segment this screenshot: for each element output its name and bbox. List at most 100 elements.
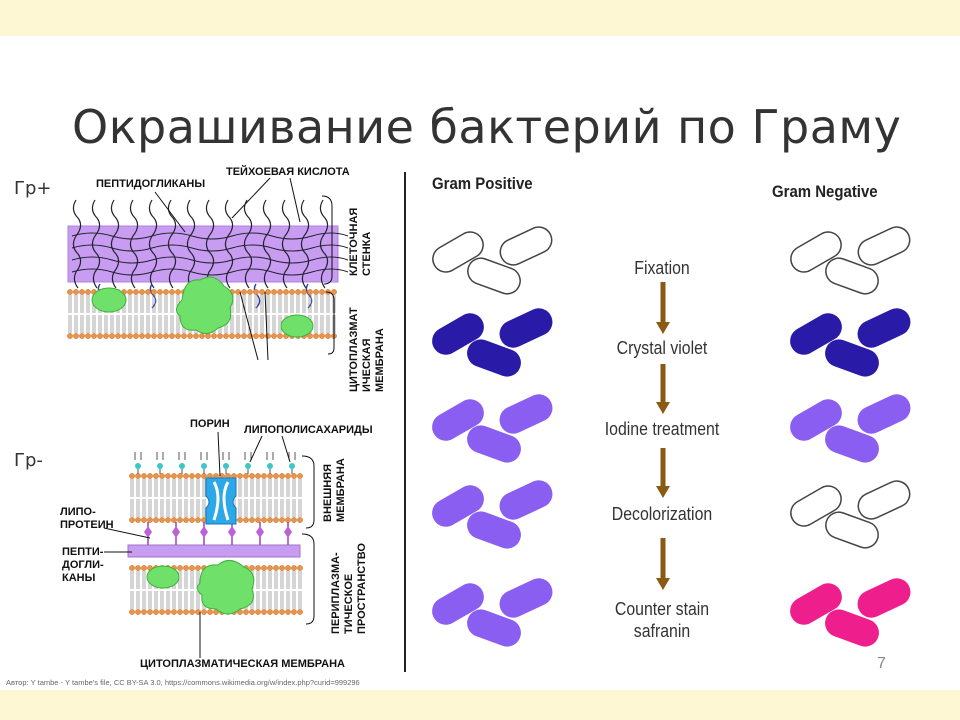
- gn-outer-lipid-head: [297, 517, 303, 523]
- gp-lipid-head: [175, 333, 181, 339]
- gp-lipid-head: [187, 333, 193, 339]
- teichoic-acid-label: ТЕЙХОЕВАЯ КИСЛОТА: [226, 166, 350, 178]
- gp-lipid-head: [301, 289, 307, 295]
- gn-inner-lipid-head: [141, 565, 147, 571]
- gp-lipid-head: [205, 333, 211, 339]
- gn-inner-lipid-head: [297, 565, 303, 571]
- gn-inner-lipid-head: [183, 565, 189, 571]
- gram-positive-protein-2: [176, 276, 234, 334]
- lps-head: [289, 463, 295, 469]
- gn-outer-lipid-head: [183, 473, 189, 479]
- lipoprotein-mark: [228, 526, 236, 538]
- gn-outer-lipid-head: [261, 473, 267, 479]
- gp-lipid-head: [79, 289, 85, 295]
- gn-inner-lipid-head: [255, 609, 261, 615]
- gram-positive-bacterium: [499, 578, 553, 618]
- gn-outer-lipid-head: [135, 517, 141, 523]
- gp-lipid-head: [247, 289, 253, 295]
- gn-outer-lipid-head: [165, 517, 171, 523]
- gp-lipid-head: [283, 289, 289, 295]
- gn-outer-lipid-head: [237, 473, 243, 479]
- gn-outer-lipid-head: [171, 473, 177, 479]
- gp-lipid-head: [307, 333, 313, 339]
- peptidoglycans-label: ПЕПТИДОГЛИКАНЫ: [96, 178, 206, 190]
- gn-outer-lipid-head: [147, 517, 153, 523]
- staining-rows: [432, 226, 911, 647]
- gp-lipid-head: [85, 333, 91, 339]
- gp-lipid-head: [73, 333, 79, 339]
- gram-positive-bacterium: [499, 308, 553, 348]
- gp-lipid-head: [157, 333, 163, 339]
- page-number: 7: [877, 655, 886, 672]
- gn-outer-lipid-head: [141, 517, 147, 523]
- gram-positive-bacterium: [499, 226, 553, 266]
- gn-outer-lipid-head: [279, 473, 285, 479]
- gp-lipid-head: [241, 289, 247, 295]
- gram-positive-peptidoglycan-mesh: [71, 199, 349, 309]
- gp-lipid-head: [307, 289, 313, 295]
- gn-outer-lipid-head: [195, 473, 201, 479]
- gn-outer-lipid-head: [165, 473, 171, 479]
- gn-inner-lipid-head: [147, 609, 153, 615]
- gn-outer-lipid-head: [147, 473, 153, 479]
- gp-lipid-head: [73, 289, 79, 295]
- gn-inner-lipid-head: [195, 609, 201, 615]
- gram-negative-protein-2: [196, 560, 255, 615]
- step-arrowhead: [656, 578, 670, 590]
- gp-lipid-head: [229, 333, 235, 339]
- peptidoglycan-crosslink: [71, 244, 349, 252]
- gn-outer-lipid-head: [159, 517, 165, 523]
- gp-lipid-head: [289, 289, 295, 295]
- step-arrowhead: [656, 486, 670, 498]
- gram-negative-lipoproteins: [134, 452, 296, 545]
- peptidoglycan-crosslink: [71, 256, 349, 264]
- peptidoglycan-strand: [205, 199, 215, 289]
- gp-lipid-head: [295, 289, 301, 295]
- peptidoglycan-strand: [129, 199, 139, 289]
- gn-inner-lipid-head: [291, 565, 297, 571]
- gn-inner-lipid-head: [255, 565, 261, 571]
- gram-positive-cell-wall: [67, 225, 339, 283]
- gn-outer-lipid-head: [171, 517, 177, 523]
- gn-outer-lipid-head: [189, 517, 195, 523]
- gp-lipid-head: [199, 333, 205, 339]
- gram-negative-bacterium: [825, 257, 879, 295]
- gram-negative-bacterium: [790, 485, 842, 527]
- gp-lipid-head: [163, 333, 169, 339]
- gn-outer-lipid-head: [153, 517, 159, 523]
- gp-lipid-head: [67, 333, 73, 339]
- gp-lipid-head: [235, 289, 241, 295]
- lps-head: [267, 463, 273, 469]
- gram-negative-bacterium: [790, 399, 842, 441]
- gp-lipid-head: [265, 289, 271, 295]
- gn-inner-lipid-head: [141, 609, 147, 615]
- gn-outer-lipid-head: [153, 473, 159, 479]
- gn-inner-lipid-head: [201, 609, 207, 615]
- gn-inner-lipid-head: [207, 609, 213, 615]
- porin-label: ПОРИН: [190, 418, 230, 430]
- gn-inner-lipid-head: [261, 609, 267, 615]
- gn-inner-lipid-head: [297, 609, 303, 615]
- gram-negative-bacterium: [825, 511, 879, 549]
- gram-negative-bacterium: [857, 308, 911, 348]
- gp-lipid-head: [259, 333, 265, 339]
- gn-inner-lipid-head: [273, 609, 279, 615]
- gn-inner-lipid-head: [129, 609, 135, 615]
- step-fixation: Fixation: [634, 258, 690, 278]
- lps-head: [135, 463, 141, 469]
- gram-positive-bacterium: [499, 480, 553, 520]
- gn-inner-lipid-head: [261, 565, 267, 571]
- gp-lipid-head: [211, 333, 217, 339]
- gn-outer-lipid-head: [189, 473, 195, 479]
- gn-inner-lipid-head: [159, 609, 165, 615]
- gp-lipid-head: [313, 289, 319, 295]
- gram-negative-heading: Gram Negative: [772, 182, 878, 201]
- gram-positive-bacterium: [467, 425, 521, 463]
- gn-outer-lipid-head: [291, 517, 297, 523]
- gn-outer-lipid-head: [129, 517, 135, 523]
- gram-negative-bacterium: [857, 480, 911, 520]
- gram-negative-bacterium: [825, 609, 879, 647]
- gp-lipid-head: [223, 333, 229, 339]
- gn-outer-lipid-head: [255, 517, 261, 523]
